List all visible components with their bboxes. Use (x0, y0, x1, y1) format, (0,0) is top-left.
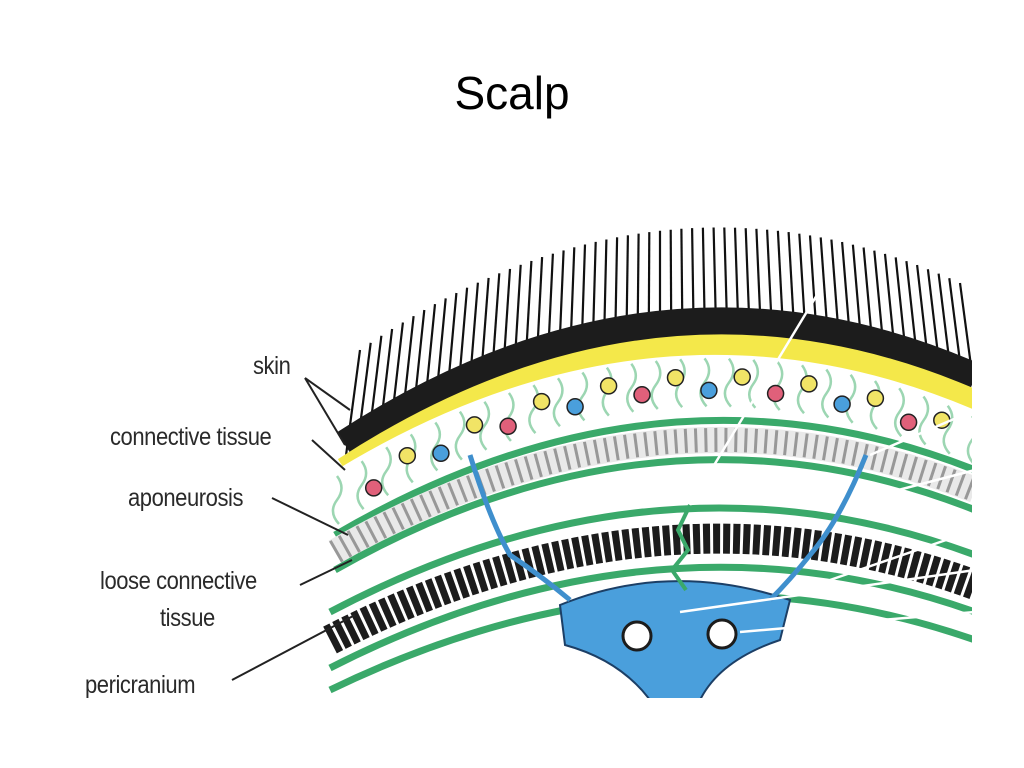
connective-fiber (821, 368, 833, 419)
aponeurosis-lower-line (333, 456, 972, 574)
connective-tissue-fibers (331, 357, 972, 525)
blood-vessel (364, 479, 383, 497)
hair-strand (958, 282, 972, 382)
connective-fiber (454, 410, 466, 461)
connective-tissue-layer (325, 354, 972, 524)
connective-fiber (942, 404, 954, 455)
emissary-vein-right (768, 454, 869, 602)
blood-vessel (465, 416, 484, 434)
connective-fiber (380, 446, 392, 497)
blood-vessel (866, 389, 885, 408)
blood-vessel (599, 377, 618, 395)
blood-vessel (633, 386, 651, 404)
arachnoid-granulations (621, 618, 738, 652)
suture-line (669, 504, 692, 592)
connective-fiber (723, 357, 735, 408)
connective-fiber (748, 359, 760, 409)
connective-fiber (966, 416, 972, 464)
blood-vessel (499, 417, 517, 436)
label-aponeurosis: aponeurosis (128, 484, 244, 512)
skull-inner-line (328, 563, 972, 672)
slide-title: Scalp (454, 67, 570, 119)
blood-vessel (666, 368, 685, 387)
superior-sagittal-sinus (558, 580, 792, 698)
connective-fiber (356, 460, 368, 510)
blood-vessel (766, 384, 785, 403)
connective-fiber (552, 377, 564, 428)
blood-vessel (532, 392, 551, 411)
blood-vessel (398, 446, 417, 465)
blood-vessel (899, 413, 918, 432)
blood-vessel (733, 368, 751, 386)
label-skin: skin (253, 352, 291, 380)
loose-connective-tissue-layer (322, 472, 972, 609)
skin-dark-band (336, 307, 972, 458)
label-loose-connective-line1: loose connective (100, 567, 257, 595)
pericranium-line (328, 504, 972, 616)
connective-fiber (893, 387, 905, 438)
skull-outer-table (323, 523, 972, 654)
blood-vessel (800, 375, 818, 393)
aponeurosis-mesh (329, 427, 972, 563)
connective-fiber (528, 384, 540, 434)
connective-fiber (430, 421, 442, 472)
connective-fiber (650, 360, 662, 410)
connective-tissue-vessels (364, 368, 951, 497)
emissary-vein-left (467, 454, 572, 602)
connective-fiber (699, 357, 711, 408)
label-connective-tissue: connective tissue (110, 423, 272, 451)
connective-fiber (626, 363, 638, 413)
label-pericranium: pericranium (85, 671, 196, 699)
blood-vessel (432, 444, 450, 463)
right-pointer-lines (679, 289, 976, 634)
blood-vessel (566, 398, 584, 416)
leader-lines (231, 377, 356, 681)
aponeurosis-upper-line (333, 416, 972, 539)
connective-fiber (331, 475, 343, 525)
blood-vessel (700, 381, 718, 400)
connective-fiber (479, 401, 491, 451)
label-loose-connective-line2: tissue (160, 604, 215, 632)
connective-fiber (845, 373, 857, 424)
connective-fiber (918, 395, 930, 446)
blood-vessel (833, 395, 851, 413)
